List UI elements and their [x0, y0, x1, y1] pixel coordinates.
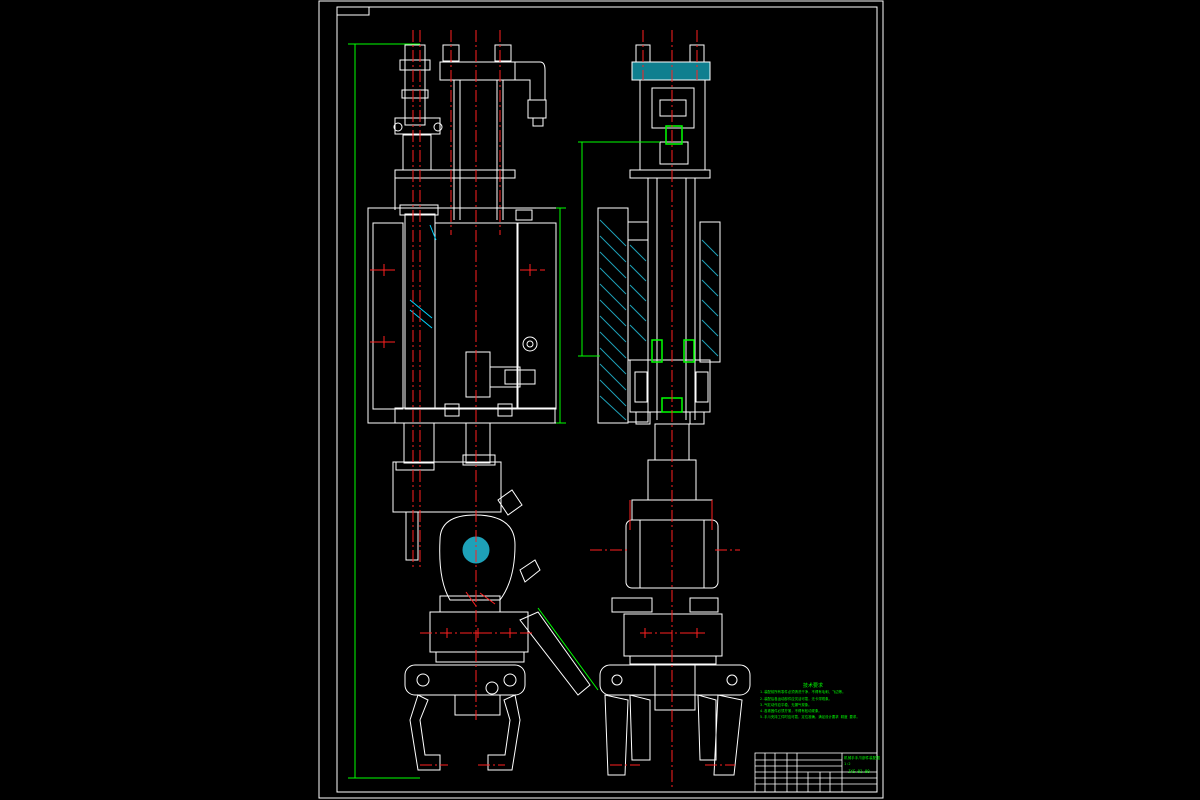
front-view-centerlines [370, 30, 545, 766]
side-view-center-marks [629, 500, 713, 638]
front-view-hatching [409, 224, 437, 329]
side-view-hatching [599, 219, 719, 421]
title-block-drawing-name: 机械手手爪部件装配图 [844, 755, 880, 760]
side-view-centerlines [590, 30, 740, 790]
sheet-inner-border [336, 6, 878, 793]
note-line: 1.装配前所有零件必须清洗干净，不得有毛刺、飞边等。 [760, 689, 845, 694]
note-line: 4.各紧固件必须拧紧，不得有松动现象。 [760, 708, 822, 713]
title-block-drawing-no: JXS-01-00 [848, 769, 870, 774]
side-view-dimensions [578, 141, 660, 357]
title-block [754, 752, 878, 793]
note-line: 5.手爪夹持工件时应可靠，定位准确，满足设计要求 精度 要求。 [760, 714, 860, 719]
front-view-dimensions [537, 207, 599, 691]
drawing-number-box [336, 6, 370, 16]
sheet-outer-border [318, 0, 884, 799]
notes-heading: 技术要求 [803, 682, 823, 689]
notes-list: 1.装配前所有零件必须清洗干净，不得有毛刺、飞边等。 2.装配后各运动部件应灵活… [760, 689, 860, 719]
front-view-center-marks [378, 264, 536, 638]
side-view [597, 44, 751, 776]
front-view [348, 43, 591, 779]
note-line: 2.装配后各运动部件应灵活可靠，无卡滞现象。 [760, 696, 832, 701]
side-view-seals [651, 125, 695, 413]
title-block-scale: 1:2 [844, 762, 851, 766]
note-line: 3.气缸动作应平稳，无漏气现象。 [760, 702, 812, 707]
